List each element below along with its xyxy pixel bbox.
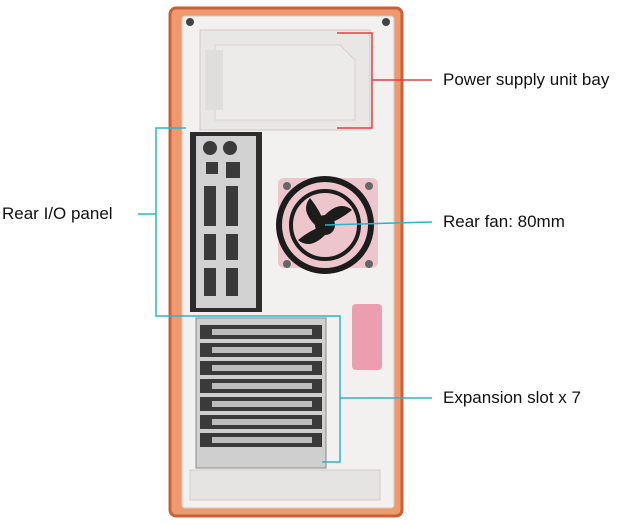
screw-icon	[382, 18, 390, 26]
psu-callout-bracket	[337, 32, 432, 129]
side-led-module	[352, 304, 382, 370]
expansion-slots	[195, 317, 327, 469]
psu-bay	[199, 29, 371, 131]
rear-io-label: Rear I/O panel	[2, 204, 113, 223]
screw-icon	[186, 18, 194, 26]
power-supply-label: Power supply unit bay	[443, 70, 610, 89]
rear-fan-label: Rear fan: 80mm	[443, 212, 565, 231]
expansion-slot-label: Expansion slot x 7	[443, 388, 581, 407]
expansion-callout-bracket	[186, 315, 432, 463]
rear-fan-callout-line	[324, 221, 433, 226]
io-callout-bracket	[138, 127, 186, 317]
case-bottom-vent	[189, 469, 381, 501]
rear-io-panel	[190, 132, 262, 312]
rear-fan	[276, 176, 378, 274]
